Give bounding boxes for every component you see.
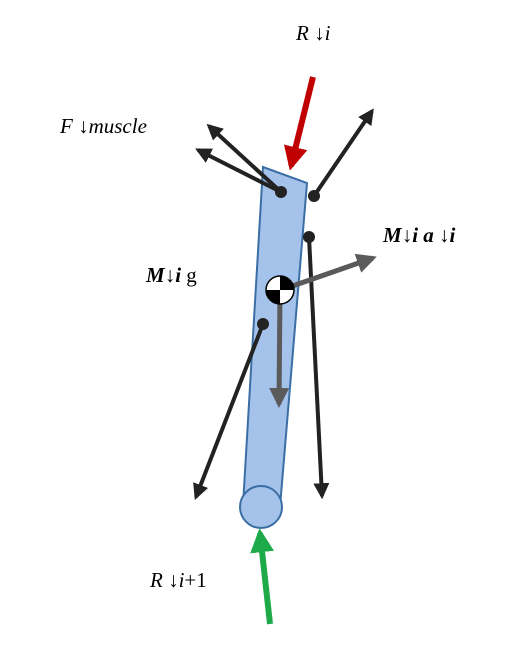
attachment-point-mid-right (303, 231, 315, 243)
inertial-force-arrow (280, 253, 377, 293)
muscle-force-label: F ↓muscle (59, 114, 147, 138)
muscle-force-arrow-upper (206, 123, 283, 194)
inertial-force-label: M↓i a ↓i (382, 223, 456, 247)
attachment-point-muscle-left (275, 186, 287, 198)
muscle-force-arrow-down-left (193, 323, 265, 500)
reaction-force-bottom-label: R ↓i+1 (149, 568, 207, 592)
muscle-force-arrow-right (312, 108, 374, 198)
distal-joint (239, 485, 283, 529)
attachment-point-muscle-right (308, 190, 320, 202)
attachment-point-mid-left (257, 318, 269, 330)
reaction-force-bottom-arrow (250, 528, 275, 625)
reaction-force-top-arrow (283, 76, 316, 171)
gravity-force-label: M↓i g (145, 263, 197, 287)
reaction-force-top-label: R ↓i (295, 21, 331, 45)
muscle-force-arrow-lower (195, 148, 282, 194)
gravity-force-arrow (269, 289, 290, 408)
limb-segment (241, 165, 309, 509)
center-of-mass-icon (265, 275, 295, 305)
